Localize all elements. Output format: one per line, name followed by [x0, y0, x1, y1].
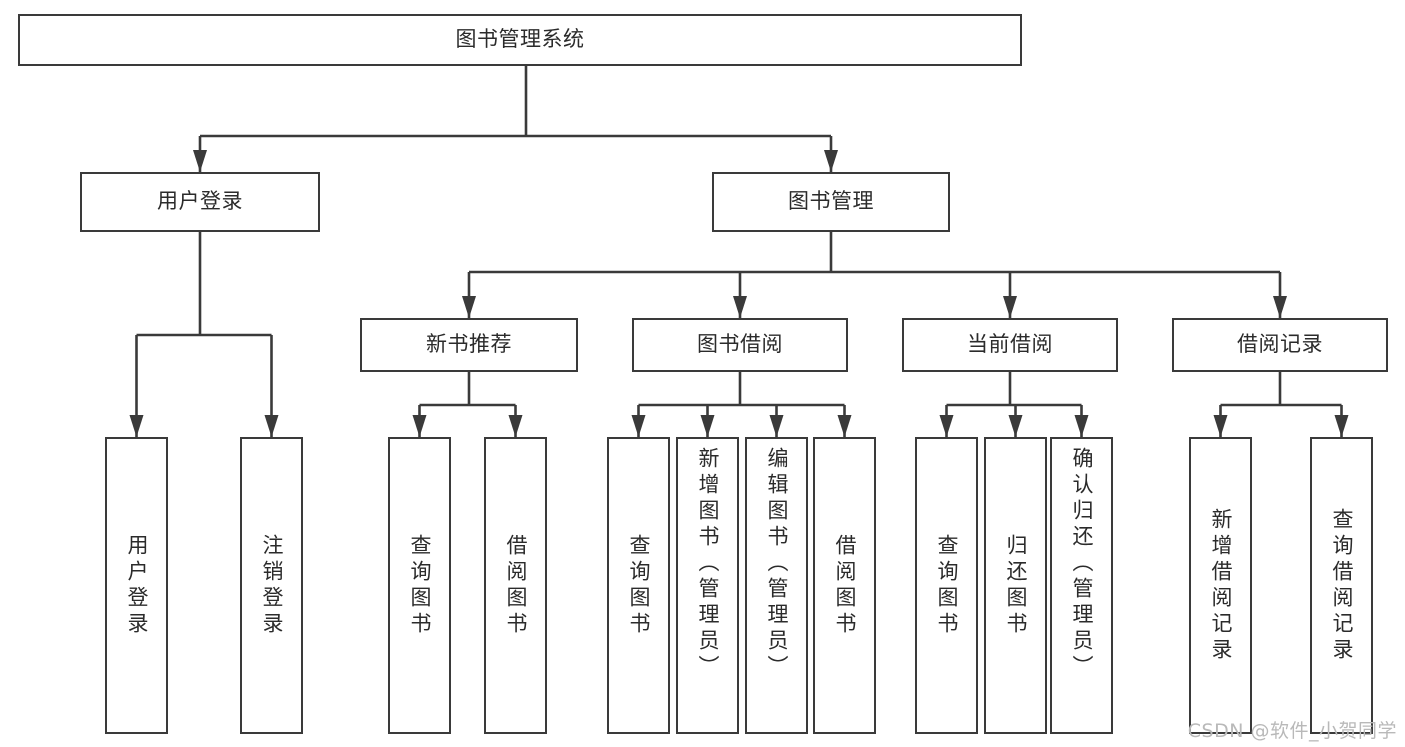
node-label: 查询图书: [408, 533, 432, 638]
connector-arrowhead: [837, 415, 852, 437]
node-label: 当前借阅: [967, 332, 1053, 357]
node-label: 归还图书: [1004, 533, 1028, 638]
connector-arrowhead: [769, 415, 784, 437]
node-label: 新增借阅记录: [1209, 507, 1233, 664]
node-l1[interactable]: 用户登录: [105, 437, 168, 734]
node-newbook[interactable]: 新书推荐: [360, 318, 578, 372]
connector-arrowhead: [193, 150, 207, 172]
node-label: 图书管理: [788, 189, 874, 214]
node-label: 查询图书: [627, 533, 651, 638]
node-label: 注销登录: [260, 533, 284, 638]
node-label: 图书管理系统: [455, 27, 585, 52]
connector-arrowhead: [264, 415, 279, 437]
node-login[interactable]: 用户登录: [80, 172, 320, 232]
node-l9[interactable]: 查询图书: [915, 437, 978, 734]
node-l13[interactable]: 查询借阅记录: [1310, 437, 1373, 734]
connector-arrowhead: [939, 415, 954, 437]
node-label: 借阅图书: [504, 533, 528, 638]
node-label: 借阅记录: [1237, 332, 1323, 357]
node-label: 用户登录: [157, 189, 243, 214]
connector-arrowhead: [700, 415, 715, 437]
node-l2[interactable]: 注销登录: [240, 437, 303, 734]
node-label: 借阅图书: [833, 533, 857, 638]
watermark-text: CSDN @软件_小贺同学: [1187, 720, 1397, 742]
node-label: 查询借阅记录: [1330, 507, 1354, 664]
node-current[interactable]: 当前借阅: [902, 318, 1118, 372]
connector-arrowhead: [1334, 415, 1349, 437]
node-l7[interactable]: 编辑图书（管理员）: [745, 437, 808, 734]
connector-arrowhead: [1273, 296, 1287, 318]
node-borrow[interactable]: 图书借阅: [632, 318, 848, 372]
node-label: 确认归还（管理员）: [1070, 447, 1094, 681]
connector-arrowhead: [1213, 415, 1228, 437]
node-records[interactable]: 借阅记录: [1172, 318, 1388, 372]
connector-arrowhead: [631, 415, 646, 437]
connector-arrowhead: [508, 415, 523, 437]
node-l11[interactable]: 确认归还（管理员）: [1050, 437, 1113, 734]
connector-arrowhead: [462, 296, 476, 318]
connector-arrowhead: [129, 415, 144, 437]
node-label: 图书借阅: [697, 332, 783, 357]
node-l3[interactable]: 查询图书: [388, 437, 451, 734]
node-l5[interactable]: 查询图书: [607, 437, 670, 734]
node-l4[interactable]: 借阅图书: [484, 437, 547, 734]
node-l6[interactable]: 新增图书（管理员）: [676, 437, 739, 734]
node-label: 新增图书（管理员）: [696, 447, 720, 681]
node-l8[interactable]: 借阅图书: [813, 437, 876, 734]
node-l12[interactable]: 新增借阅记录: [1189, 437, 1252, 734]
connector-arrowhead: [824, 150, 838, 172]
node-label: 查询图书: [935, 533, 959, 638]
connector-arrowhead: [1008, 415, 1023, 437]
node-bookmgmt[interactable]: 图书管理: [712, 172, 950, 232]
connector-arrowhead: [412, 415, 427, 437]
connector-arrowhead: [1074, 415, 1089, 437]
node-label: 用户登录: [125, 533, 149, 638]
node-label: 新书推荐: [426, 332, 512, 357]
connector-arrowhead: [1003, 296, 1017, 318]
node-l10[interactable]: 归还图书: [984, 437, 1047, 734]
node-root[interactable]: 图书管理系统: [18, 14, 1022, 66]
node-label: 编辑图书（管理员）: [765, 447, 789, 681]
connector-arrowhead: [733, 296, 747, 318]
